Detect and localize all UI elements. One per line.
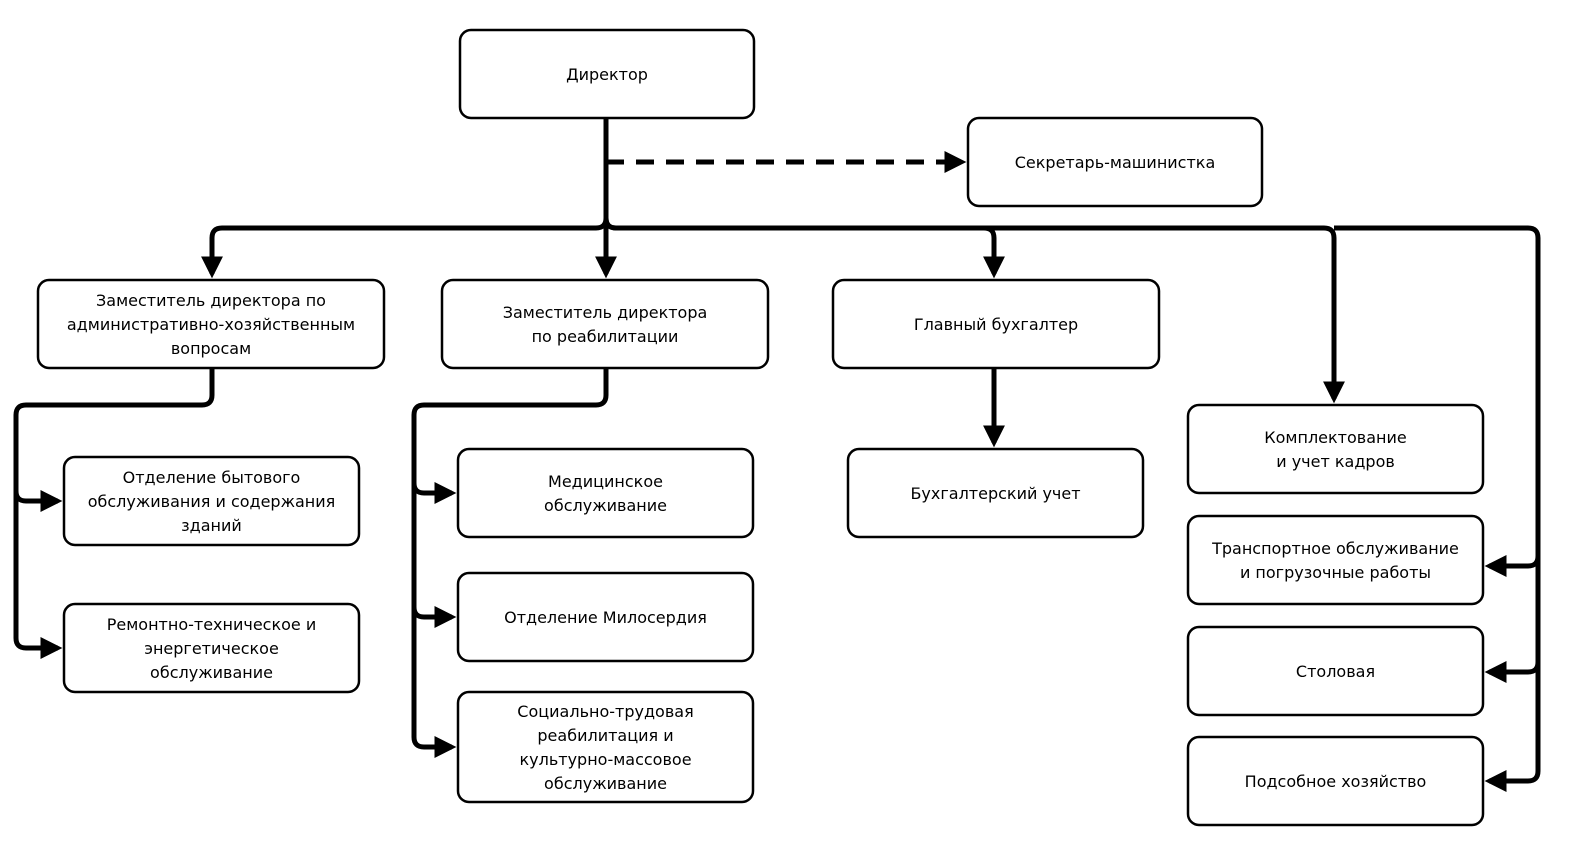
node-label-line: зданий bbox=[181, 516, 242, 535]
node-box bbox=[846, 447, 1145, 539]
node-label-line: энергетическое bbox=[144, 639, 279, 658]
node-social-labor: Социально-трудовая реабилитация и культурн… bbox=[456, 690, 755, 804]
connector-director-to-canteen bbox=[1484, 556, 1541, 684]
node-label-line: обслуживание bbox=[544, 496, 667, 515]
node-label-line: обслуживание bbox=[544, 774, 667, 793]
node-transport: Транспортное обслуживание и погрузочные р… bbox=[1186, 514, 1485, 606]
node-household-dept: Отделение бытового обслуживания и содержа… bbox=[62, 455, 361, 547]
connectors bbox=[13, 118, 1541, 793]
node-director: Директор bbox=[458, 28, 756, 120]
node-box bbox=[456, 690, 755, 804]
nodes: ДиректорСекретарь-машинисткаЗаместитель … bbox=[36, 28, 1485, 827]
node-deputy-rehab: Заместитель директора по реабилитации bbox=[440, 278, 770, 370]
node-box bbox=[440, 278, 770, 370]
node-label-line: Бухгалтерский учет bbox=[910, 484, 1080, 503]
node-label-line: вопросам bbox=[171, 339, 251, 358]
connector-deputy-admin-to-household-dept bbox=[13, 368, 215, 513]
node-label-line: Столовая bbox=[1296, 662, 1375, 681]
node-label-line: Комплектование bbox=[1264, 428, 1406, 447]
node-label-line: Секретарь-машинистка bbox=[1015, 153, 1216, 172]
node-deputy-admin: Заместитель директора по административно-… bbox=[36, 278, 386, 370]
node-medical: Медицинское обслуживание bbox=[456, 447, 755, 539]
node-label-line: по реабилитации bbox=[532, 327, 679, 346]
node-label-line: Заместитель директора по bbox=[96, 291, 326, 310]
node-label-line: реабилитация и bbox=[537, 726, 673, 745]
node-canteen: Столовая bbox=[1186, 625, 1485, 717]
node-label-line: Подсобное хозяйство bbox=[1245, 772, 1427, 791]
node-label-line: Ремонтно-техническое и bbox=[107, 615, 317, 634]
node-box bbox=[62, 602, 361, 694]
node-label-line: Отделение Милосердия bbox=[504, 608, 707, 627]
node-box bbox=[1186, 735, 1485, 827]
node-label-line: обслуживание bbox=[150, 663, 273, 682]
node-mercy-dept: Отделение Милосердия bbox=[456, 571, 755, 663]
node-label-line: Медицинское bbox=[548, 472, 663, 491]
node-label-line: административно-хозяйственным bbox=[67, 315, 355, 334]
node-staffing: Комплектование и учет кадров bbox=[1186, 403, 1485, 495]
connector-director-to-farm bbox=[1484, 662, 1541, 793]
node-label-line: и погрузочные работы bbox=[1240, 563, 1431, 582]
node-box bbox=[1186, 514, 1485, 606]
node-box bbox=[456, 571, 755, 663]
node-label-line: Социально-трудовая bbox=[517, 702, 693, 721]
node-label-line: Заместитель директора bbox=[503, 303, 708, 322]
node-accounting: Бухгалтерский учет bbox=[846, 447, 1145, 539]
node-box bbox=[456, 447, 755, 539]
connector-director-to-deputy-admin bbox=[200, 118, 609, 279]
node-chief-accountant: Главный бухгалтер bbox=[831, 278, 1161, 370]
node-label-line: Главный бухгалтер bbox=[914, 315, 1078, 334]
node-label-line: Отделение бытового bbox=[123, 468, 301, 487]
node-label-line: Директор bbox=[566, 65, 648, 84]
node-farm: Подсобное хозяйство bbox=[1186, 735, 1485, 827]
connector-director-to-transport bbox=[1334, 225, 1541, 578]
connector-deputy-admin-to-repair-energy bbox=[13, 491, 63, 660]
node-label-line: Транспортное обслуживание bbox=[1211, 539, 1459, 558]
node-label-line: и учет кадров bbox=[1276, 452, 1395, 471]
node-box bbox=[831, 278, 1161, 370]
node-repair-energy: Ремонтно-техническое и энергетическое обсл… bbox=[62, 602, 361, 694]
node-box bbox=[36, 278, 386, 370]
node-box bbox=[458, 28, 756, 120]
connector-deputy-rehab-to-mercy-dept bbox=[411, 483, 457, 629]
connector-deputy-rehab-to-medical bbox=[411, 368, 609, 505]
node-box bbox=[966, 116, 1264, 208]
node-box bbox=[1186, 625, 1485, 717]
node-box bbox=[62, 455, 361, 547]
node-label-line: культурно-массовое bbox=[519, 750, 691, 769]
connector-director-to-staffing bbox=[603, 217, 1346, 404]
node-secretary: Секретарь-машинистка bbox=[966, 116, 1264, 208]
connector-deputy-rehab-to-social-labor bbox=[411, 607, 457, 759]
node-label-line: обслуживания и содержания bbox=[88, 492, 336, 511]
node-box bbox=[1186, 403, 1485, 495]
